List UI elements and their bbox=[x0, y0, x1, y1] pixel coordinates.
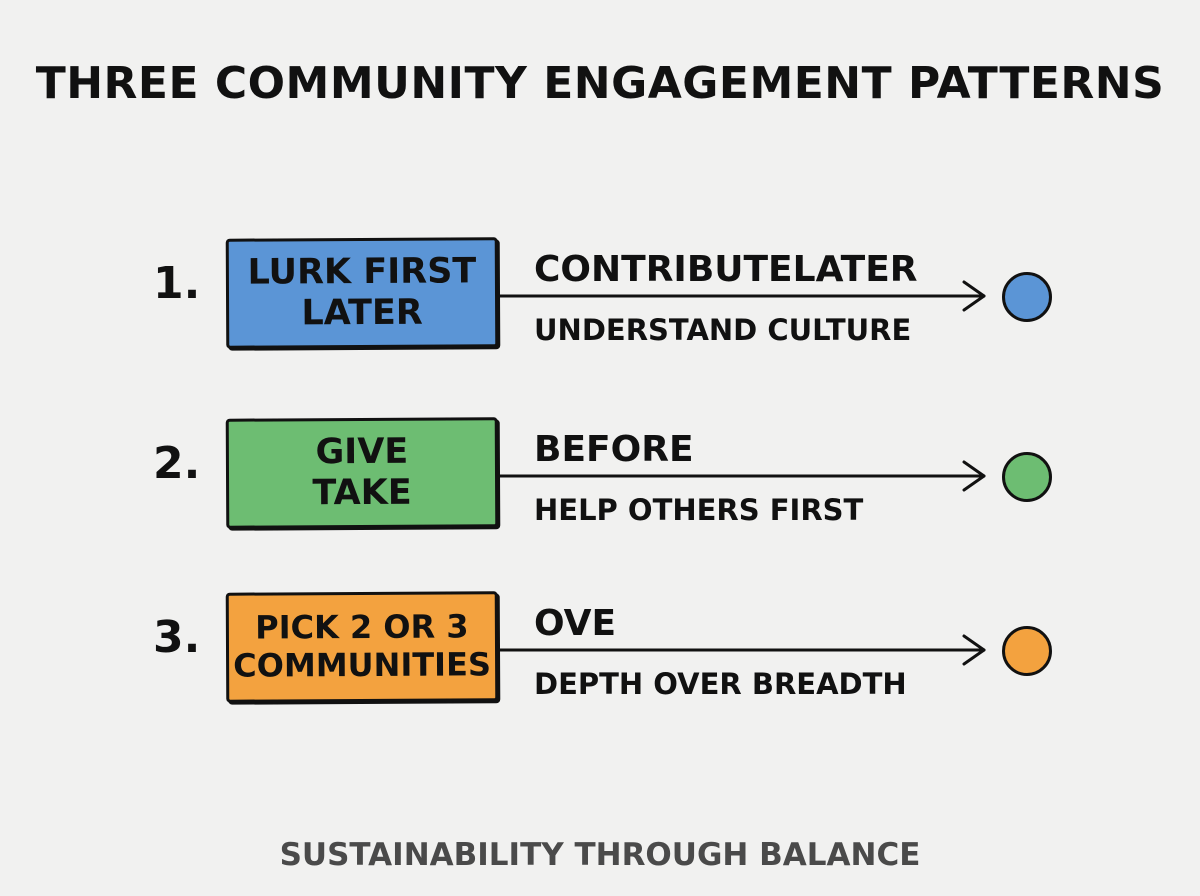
pattern-label-box: GIVE TAKE bbox=[225, 417, 499, 529]
pattern-subtitle: HELP OTHERS FIRST bbox=[534, 493, 864, 527]
arrow-connector bbox=[498, 460, 986, 492]
pattern-subtitle: UNDERSTAND CULTURE bbox=[534, 313, 912, 347]
pattern-label-line: LATER bbox=[301, 292, 423, 334]
pattern-row-2: 2. GIVE TAKE BEFORE HELP OTHERS FIRST bbox=[0, 406, 1200, 546]
pattern-label-line: COMMUNITIES bbox=[233, 645, 492, 685]
pattern-top-text: BEFORE bbox=[534, 429, 694, 470]
step-number: 2. bbox=[153, 438, 201, 489]
pattern-label-line: LURK FIRST bbox=[247, 251, 477, 293]
status-dot bbox=[1002, 452, 1052, 502]
pattern-label-box: PICK 2 OR 3 COMMUNITIES bbox=[225, 591, 499, 703]
pattern-top-text: OVE bbox=[534, 603, 617, 644]
page-title: THREE COMMUNITY ENGAGEMENT PATTERNS bbox=[35, 58, 1165, 109]
arrow-connector bbox=[498, 280, 986, 312]
status-dot bbox=[1002, 626, 1052, 676]
pattern-label-box: LURK FIRST LATER bbox=[225, 237, 499, 349]
status-dot bbox=[1002, 272, 1052, 322]
pattern-row-3: 3. PICK 2 OR 3 COMMUNITIES OVE DEPTH OVE… bbox=[0, 580, 1200, 720]
pattern-label-line: TAKE bbox=[312, 472, 412, 514]
pattern-subtitle: DEPTH OVER BREADTH bbox=[534, 667, 907, 701]
pattern-top-text: CONTRIBUTELATER bbox=[534, 249, 918, 290]
step-number: 3. bbox=[153, 612, 201, 663]
pattern-label-line: PICK 2 OR 3 bbox=[255, 607, 469, 647]
footer-caption: SUSTAINABILITY THROUGH BALANCE bbox=[279, 837, 921, 873]
pattern-row-1: 1. LURK FIRST LATER CONTRIBUTELATER UNDE… bbox=[0, 226, 1200, 366]
arrow-connector bbox=[498, 634, 986, 666]
pattern-label-line: GIVE bbox=[315, 431, 409, 472]
step-number: 1. bbox=[153, 258, 201, 309]
